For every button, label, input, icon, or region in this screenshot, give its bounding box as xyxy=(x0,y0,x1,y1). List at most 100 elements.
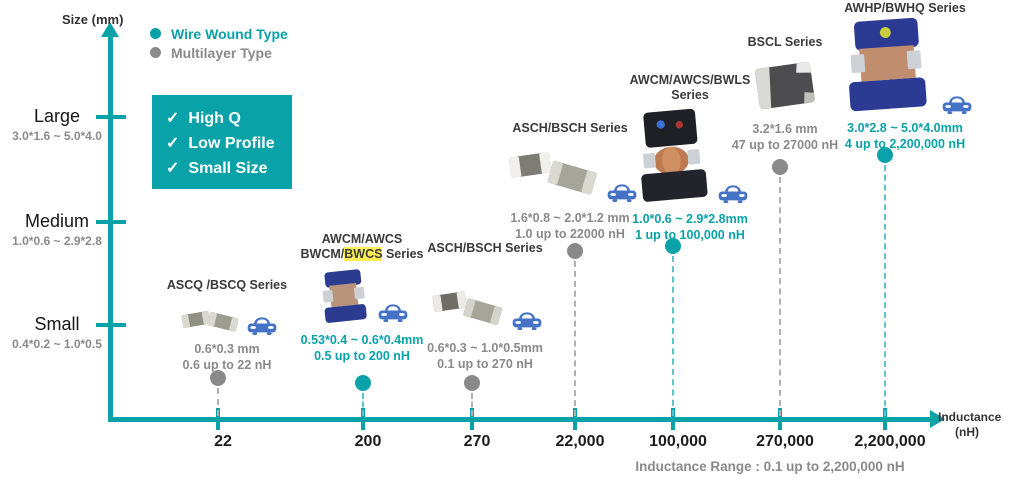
y-label-medium: Medium 1.0*0.6 ~ 2.9*2.8 xyxy=(2,211,112,248)
product-group-asch-bsch-large: ASCH/BSCH Series xyxy=(480,121,660,242)
y-label-large-text: Large xyxy=(33,106,81,126)
data-point-awcm-bwls xyxy=(665,238,681,254)
product-inductance-range: 4 up to 2,200,000 nH xyxy=(844,137,966,151)
product-group-awhp-bwhq: AWHP/BWHQ Series xyxy=(810,1,1000,152)
product-group-awcm-bwcs: AWCM/AWCS BWCM/BWCS Series xyxy=(272,232,452,364)
product-inductance-range: 1.0 up to 22000 nH xyxy=(515,227,625,241)
product-size: 1.0*0.6 ~ 2.9*2.8mm xyxy=(632,212,748,226)
x-tick-200 xyxy=(361,408,365,430)
name-part: Series xyxy=(382,247,424,261)
y-label-large: Large 3.0*1.6 ~ 5.0*4.0 xyxy=(2,106,112,143)
data-point-bscl xyxy=(772,159,788,175)
y-axis-arrow-icon xyxy=(101,22,119,37)
drop-line xyxy=(217,388,219,416)
multilayer-chip-photo xyxy=(508,152,597,195)
feature-small-size-label: Small Size xyxy=(188,160,268,177)
y-tick-medium xyxy=(96,220,126,224)
product-inductance-range: 47 up to 27000 nH xyxy=(731,138,839,152)
product-size: 0.6*0.3 ~ 1.0*0.5mm xyxy=(427,341,543,355)
x-tick-22 xyxy=(216,408,220,430)
data-point-awcm-bwcs xyxy=(355,375,371,391)
product-name-line1: AWCM/AWCS xyxy=(321,232,403,246)
x-tick-22000 xyxy=(573,408,577,430)
x-label-100000: 100,000 xyxy=(649,433,707,450)
product-inductance-range: 0.6 up to 22 nH xyxy=(182,358,272,372)
wire-wound-inductor-photo xyxy=(641,108,708,202)
y-label-small: Small 0.4*0.2 ~ 1.0*0.5 xyxy=(2,314,112,351)
legend-wire-wound-label: Wire Wound Type xyxy=(171,25,288,42)
multilayer-chip-photo xyxy=(181,310,239,332)
legend-item-multilayer: Multilayer Type xyxy=(150,43,288,62)
car-icon xyxy=(607,184,637,203)
x-axis-arrow-icon xyxy=(930,410,945,428)
legend-multilayer-label: Multilayer Type xyxy=(171,44,272,61)
product-group-bscl: BSCL Series 3.2*1.6 mm 47 up to 27000 nH xyxy=(695,35,875,153)
x-label-2200000: 2,200,000 xyxy=(854,433,926,450)
product-inductance-range: 0.1 up to 270 nH xyxy=(437,357,533,371)
multilayer-chip-photo xyxy=(432,291,503,325)
drop-line xyxy=(574,261,576,416)
product-name: BSCL Series xyxy=(747,35,823,49)
x-tick-270000 xyxy=(778,408,782,430)
y-label-large-range: 3.0*1.6 ~ 5.0*4.0 xyxy=(12,129,102,143)
x-axis-title: Inductance (nH) xyxy=(938,410,1010,440)
product-name: ASCQ /BSCQ Series xyxy=(166,278,288,292)
name-part-highlighted: BWCS xyxy=(344,247,383,261)
product-name: ASCH/BSCH Series xyxy=(512,121,628,135)
wire-wound-inductor-photo xyxy=(849,18,927,112)
multilayer-dot-icon xyxy=(150,47,161,58)
check-icon: ✓ xyxy=(166,160,180,177)
drop-line xyxy=(884,165,886,416)
legend: Wire Wound Type Multilayer Type xyxy=(150,24,288,62)
check-icon: ✓ xyxy=(166,135,180,152)
product-size: 3.2*1.6 mm xyxy=(752,122,818,136)
feature-low-profile-label: Low Profile xyxy=(188,135,275,152)
check-icon: ✓ xyxy=(166,110,180,127)
x-label-270: 270 xyxy=(463,433,491,450)
car-icon xyxy=(942,96,972,115)
x-tick-2200000 xyxy=(883,408,887,430)
y-label-small-range: 0.4*0.2 ~ 1.0*0.5 xyxy=(12,337,102,351)
y-axis-line xyxy=(108,34,113,422)
y-tick-small xyxy=(96,323,126,327)
feature-low-profile: ✓ Low Profile xyxy=(166,131,292,156)
x-label-22: 22 xyxy=(214,433,232,450)
y-tick-large xyxy=(96,115,126,119)
y-label-medium-text: Medium xyxy=(24,211,90,231)
feature-high-q: ✓ High Q xyxy=(166,106,292,131)
car-icon xyxy=(247,317,277,336)
wire-wound-dot-icon xyxy=(150,28,161,39)
feature-high-q-label: High Q xyxy=(188,110,241,127)
x-label-200: 200 xyxy=(354,433,382,450)
product-inductance-range: 0.5 up to 200 nH xyxy=(314,349,410,363)
car-icon xyxy=(512,312,542,331)
x-label-22000: 22,000 xyxy=(555,433,605,450)
product-name-line2: Series xyxy=(671,88,709,102)
data-point-ascq-bscq xyxy=(210,370,226,386)
car-icon xyxy=(378,304,408,323)
drop-line xyxy=(362,393,364,416)
car-icon xyxy=(718,185,748,204)
legend-item-wire-wound: Wire Wound Type xyxy=(150,24,288,43)
drop-line xyxy=(779,177,781,416)
drop-line xyxy=(672,256,674,416)
x-label-270000: 270,000 xyxy=(756,433,814,450)
wire-wound-inductor-photo xyxy=(322,269,367,323)
product-inductance-range: 1 up to 100,000 nH xyxy=(635,228,745,242)
x-axis-title-line1: Inductance xyxy=(938,410,1002,424)
product-size: 0.53*0.4 ~ 0.6*0.4mm xyxy=(300,333,424,347)
y-axis-title: Size (mm) xyxy=(62,12,124,27)
product-group-ascq-bscq: ASCQ /BSCQ Series xyxy=(137,278,317,373)
x-axis-title-line2: (nH) xyxy=(955,425,979,439)
y-label-medium-range: 1.0*0.6 ~ 2.9*2.8 xyxy=(12,234,102,248)
product-name-line1: AWCM/AWCS/BWLS xyxy=(629,73,751,87)
product-size: 0.6*0.3 mm xyxy=(194,342,260,356)
data-point-awhp-bwhq xyxy=(877,147,893,163)
x-tick-270 xyxy=(470,408,474,430)
feature-box: ✓ High Q ✓ Low Profile ✓ Small Size xyxy=(152,95,292,189)
product-name: ASCH/BSCH Series xyxy=(427,241,543,255)
product-name: AWHP/BWHQ Series xyxy=(844,1,966,15)
x-tick-100000 xyxy=(671,408,675,430)
product-name-line2: BWCM/BWCS Series xyxy=(272,247,452,262)
